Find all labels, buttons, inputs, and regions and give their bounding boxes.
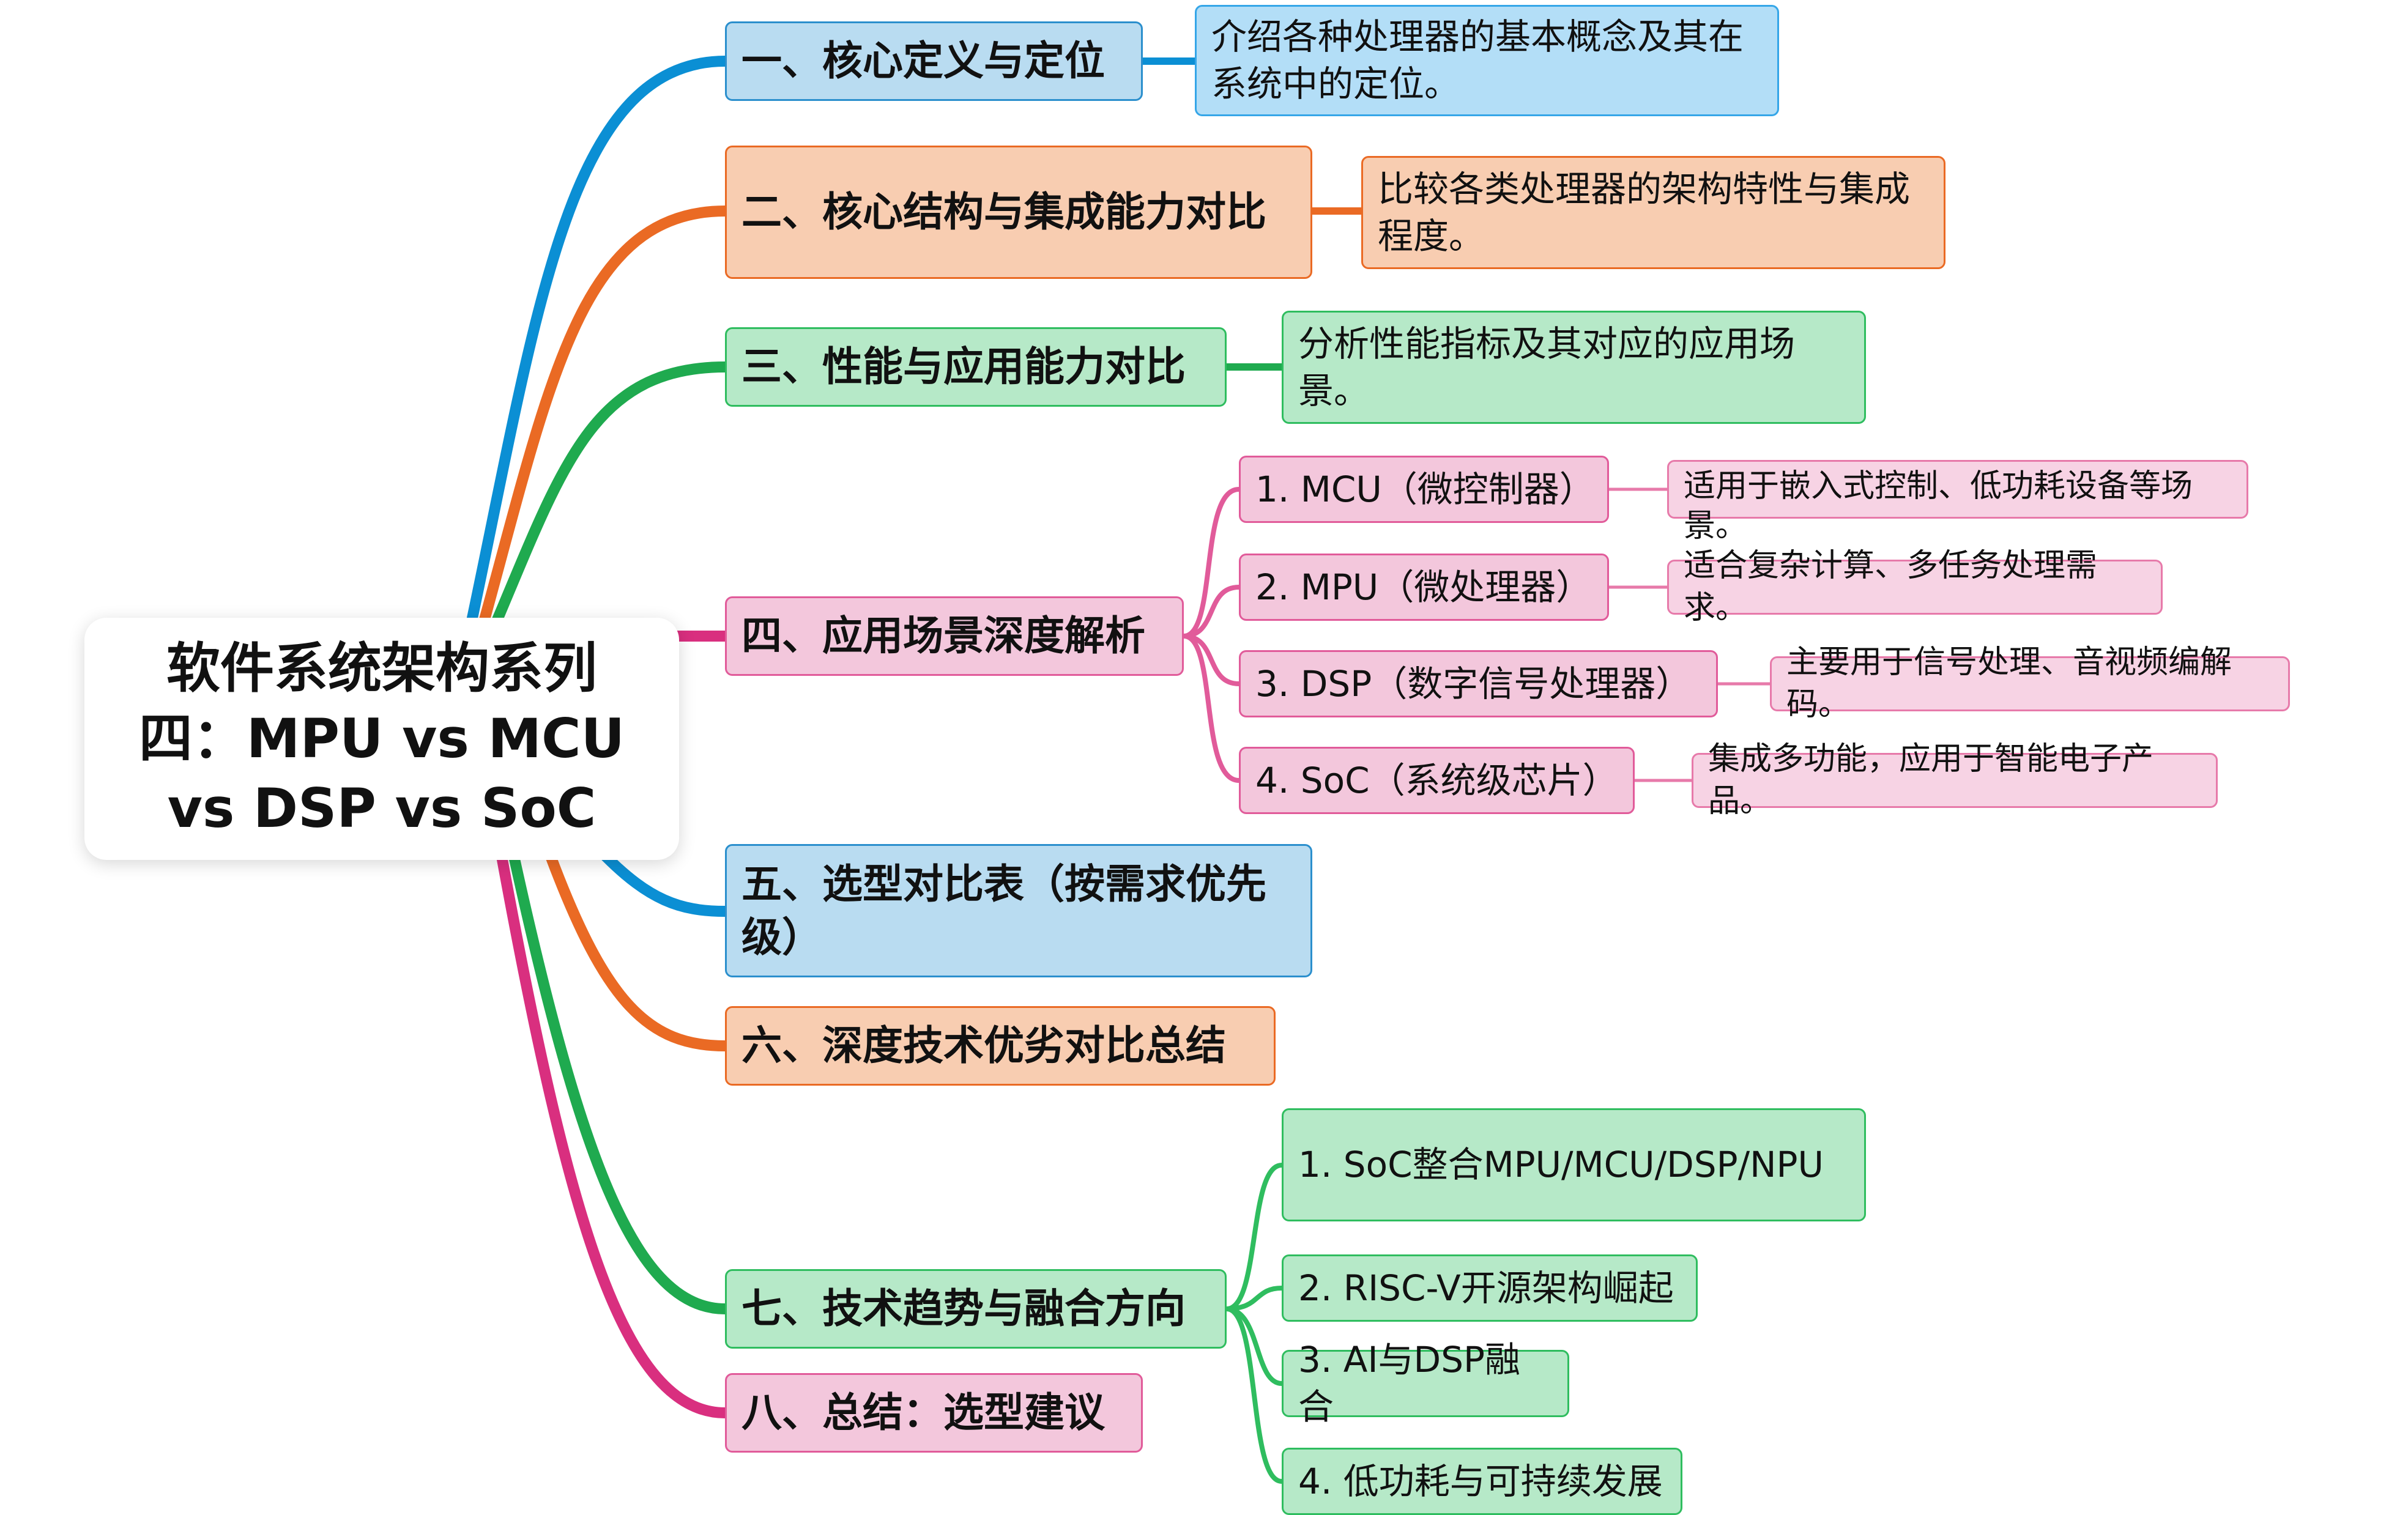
b4-child-soc-label: 4. SoC（系统级芯片） [1255,759,1618,801]
b7-child-2[interactable]: 2. RISC-V开源架构崛起 [1282,1254,1698,1322]
b4-child-mpu-label: 2. MPU（微处理器） [1255,566,1592,608]
edge-b4-c4 [1181,634,1241,783]
root-title-line2: 四：MPU vs MCU [138,706,625,770]
b4-note-mcu-text: 适用于嵌入式控制、低功耗设备等场景。 [1684,468,2193,544]
edge-b7-c3 [1224,1306,1284,1386]
branch-6-node[interactable]: 六、深度技术优劣对比总结 [725,1006,1276,1086]
edge-b4-c1 [1181,487,1241,639]
root-node[interactable]: 软件系统架构系列 四：MPU vs MCU vs DSP vs SoC [84,618,679,860]
branch-8-node[interactable]: 八、总结：选型建议 [725,1373,1143,1453]
branch-5-node[interactable]: 五、选型对比表（按需求优先级） [725,844,1312,977]
b4-note-dsp-text: 主要用于信号处理、音视频编解码。 [1786,644,2232,723]
branch-1-label: 一、核心定义与定位 [741,37,1105,85]
b4-child-dsp-label: 3. DSP（数字信号处理器） [1255,662,1692,705]
b7-child-3-label: 3. AI与DSP融合 [1298,1339,1521,1428]
edge-b4-c3 [1181,634,1241,686]
b7-child-4-label: 4. 低功耗与可持续发展 [1298,1460,1663,1502]
b4-note-soc[interactable]: 集成多功能，应用于智能电子产品。 [1692,741,2218,820]
edge-b7-c2 [1224,1286,1284,1311]
edge-b7-c4 [1224,1306,1284,1484]
b4-child-soc[interactable]: 4. SoC（系统级芯片） [1239,747,1635,814]
edge-root-b6 [545,851,730,1051]
branch-2-label: 二、核心结构与集成能力对比 [741,188,1266,236]
branch-4-label: 四、应用场景深度解析 [741,612,1145,660]
branch-8-label: 八、总结：选型建议 [741,1389,1105,1437]
branch-3-node[interactable]: 三、性能与应用能力对比 [725,327,1227,407]
b7-child-2-label: 2. RISC-V开源架构崛起 [1298,1267,1674,1309]
b7-child-1[interactable]: 1. SoC整合MPU/MCU/DSP/NPU [1282,1108,1866,1221]
edge-root-b1 [466,56,730,629]
branch-2-node[interactable]: 二、核心结构与集成能力对比 [725,146,1312,279]
root-title-line3: vs DSP vs SoC [167,777,596,840]
b7-child-4[interactable]: 4. 低功耗与可持续发展 [1282,1448,1682,1515]
b4-child-dsp[interactable]: 3. DSP（数字信号处理器） [1239,650,1718,717]
branch-1-detail[interactable]: 介绍各种处理器的基本概念及其在系统中的定位。 [1195,5,1779,116]
b4-child-mcu-label: 1. MCU（微控制器） [1255,468,1595,510]
branch-2-detail[interactable]: 比较各类处理器的架构特性与集成程度。 [1361,156,1945,269]
b4-note-mcu[interactable]: 适用于嵌入式控制、低功耗设备等场景。 [1667,460,2248,544]
branch-3-label: 三、性能与应用能力对比 [741,343,1186,391]
root-title-line1: 软件系统架构系列 [166,637,597,700]
branch-1-detail-text: 介绍各种处理器的基本概念及其在系统中的定位。 [1211,16,1744,105]
edge-root-b5 [600,851,730,917]
edge-root-b7 [508,851,730,1314]
branch-7-label: 七、技术趋势与融合方向 [741,1285,1186,1333]
branch-5-label: 五、选型对比表（按需求优先级） [741,860,1266,961]
branch-1-node[interactable]: 一、核心定义与定位 [725,21,1143,101]
edge-b4-c2 [1181,585,1241,639]
b4-note-soc-text: 集成多功能，应用于智能电子产品。 [1708,741,2154,820]
branch-2-detail-text: 比较各类处理器的架构特性与集成程度。 [1378,168,1911,257]
b4-note-mpu[interactable]: 适合复杂计算、多任务处理需求。 [1667,547,2163,626]
b4-child-mcu[interactable]: 1. MCU（微控制器） [1239,456,1609,523]
b4-note-dsp[interactable]: 主要用于信号处理、音视频编解码。 [1770,644,2290,723]
branch-4-node[interactable]: 四、应用场景深度解析 [725,596,1184,676]
branch-3-detail-text: 分析性能指标及其对应的应用场景。 [1298,322,1796,412]
edge-root-b3 [490,361,730,629]
edge-root-b8 [496,851,730,1418]
branch-3-detail[interactable]: 分析性能指标及其对应的应用场景。 [1282,311,1866,424]
edge-root-b2 [478,206,730,629]
b7-child-3[interactable]: 3. AI与DSP融合 [1282,1339,1569,1428]
branch-6-label: 六、深度技术优劣对比总结 [741,1022,1226,1070]
b4-child-mpu[interactable]: 2. MPU（微处理器） [1239,554,1609,621]
b7-child-1-label: 1. SoC整合MPU/MCU/DSP/NPU [1298,1144,1824,1186]
branch-7-node[interactable]: 七、技术趋势与融合方向 [725,1269,1227,1349]
b4-note-mpu-text: 适合复杂计算、多任务处理需求。 [1684,547,2098,626]
edge-b7-c1 [1224,1163,1284,1311]
